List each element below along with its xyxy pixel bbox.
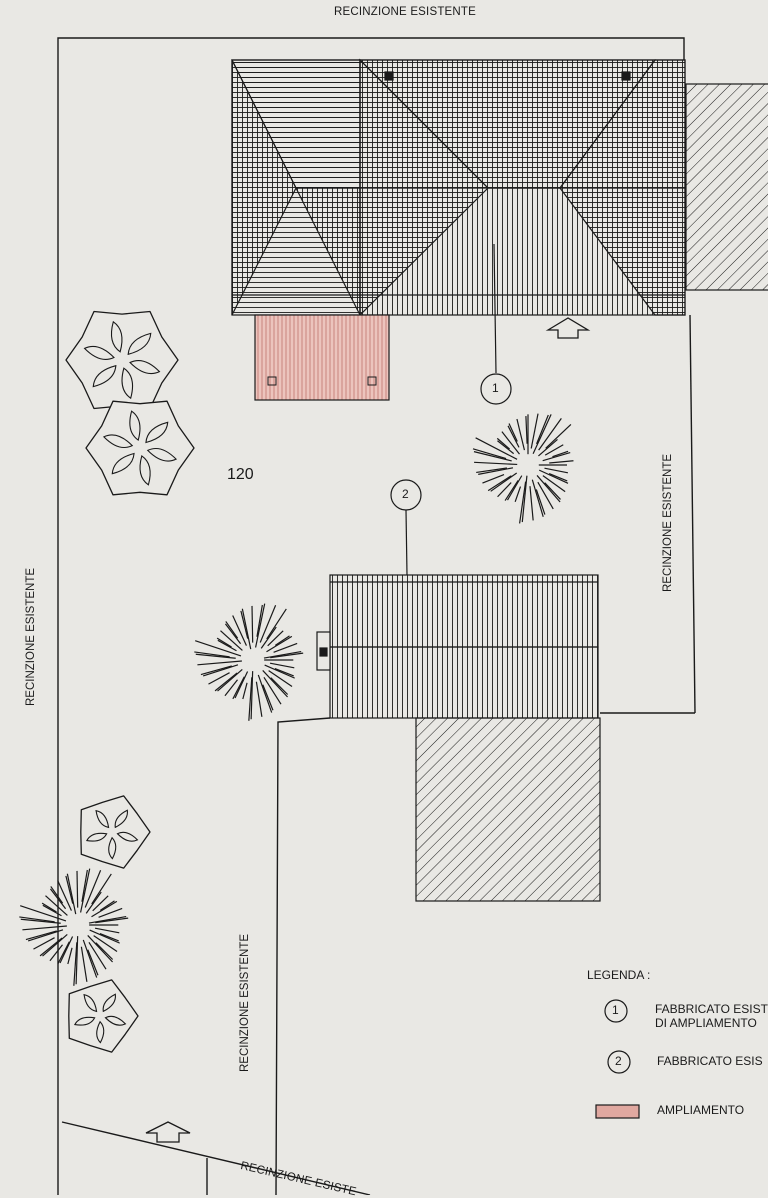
shrub-icon [65,310,179,410]
legend-item-2-line1: FABBRICATO ESIS [657,1054,763,1068]
legend-item-1-line1: FABBRICATO ESIST [655,1002,768,1016]
fence-label-top: RECINZIONE ESISTENTE [334,6,477,18]
fence-label-bottom: RECINZIONE ESISTENTE [239,933,251,1072]
fence-lines [57,37,696,1195]
pine-tree-icon [19,868,129,986]
entrance-arrow-icon [145,1121,191,1143]
fence-label-right: RECINZIONE ESISTENTE [662,453,674,592]
covered-area [415,717,601,902]
adjacent-building-roof [685,83,768,291]
legend-graphics [595,999,640,1119]
legend-marker-2: 2 [615,1054,622,1068]
lot-number: 120 [227,466,254,483]
building-2-roof [316,574,599,719]
legend-item-1-line2: DI AMPLIAMENTO [655,1016,757,1030]
trees [19,310,574,1053]
building-1-roof [231,58,686,317]
legend-item-3-label: AMPLIAMENTO [657,1103,745,1117]
pine-tree-icon [472,413,574,524]
pine-tree-icon [194,603,304,721]
shrub-icon [68,979,139,1053]
shrub-icon [80,795,151,869]
extension-area [254,314,390,401]
legend-marker-1: 1 [612,1003,619,1017]
building-2-marker-label: 2 [402,487,409,501]
entrance-arrow-icon [545,317,591,339]
building-1-marker [480,243,512,405]
building-2-marker [390,479,422,576]
building-1-marker-label: 1 [492,381,499,395]
legend-title: LEGENDA : [587,968,651,982]
shrub-icon [85,400,195,496]
fence-label-left: RECINZIONE ESISTENTE [25,567,37,706]
